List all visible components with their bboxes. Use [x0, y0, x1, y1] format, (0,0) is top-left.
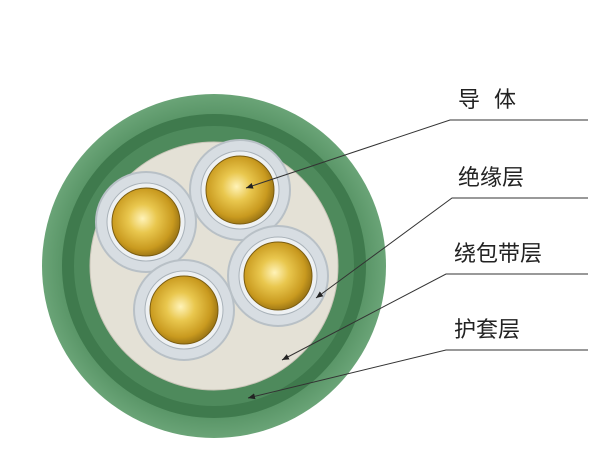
leader-lines: [245, 119, 588, 400]
conductor-1: [205, 155, 275, 225]
leader-insulation: [315, 197, 588, 299]
conductor-cores: [95, 139, 329, 361]
conductor-3: [243, 241, 313, 311]
label-conductor: 导 体: [458, 88, 516, 113]
conductor-2: [111, 187, 181, 257]
label-insulation: 绝缘层: [458, 166, 525, 191]
label-wrapping-tape: 绕包带层: [454, 242, 543, 267]
conductor-4: [149, 275, 219, 345]
leader-sheath: [247, 349, 588, 400]
leader-conductor: [245, 119, 588, 189]
label-sheath: 护套层: [454, 318, 521, 343]
leader-wrapping-tape: [281, 273, 588, 361]
